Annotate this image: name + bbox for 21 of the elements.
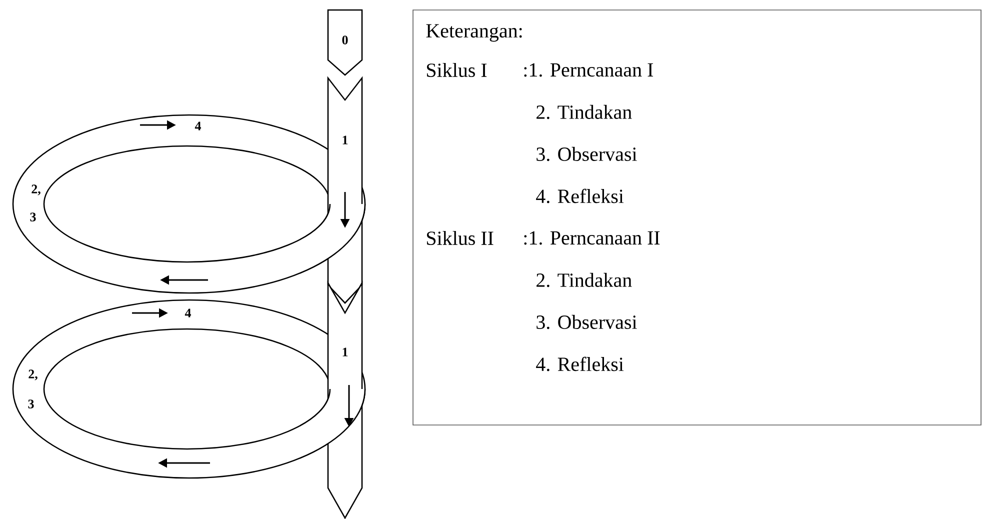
legend-text: Keterangan: [426,24,522,42]
legend-box [412,10,982,426]
legend-text: :1. Perncanaan I [524,63,654,77]
legend-text: Siklus II [427,230,494,246]
legend-text: Siklus I [427,62,487,78]
step-number: 2, [32,184,40,196]
legend-text: 4. Refleksi [536,188,624,204]
step-number: 4 [194,122,202,130]
legend-text: 3. Observasi [536,314,637,330]
legend-text: 4. Refleksi [536,356,624,372]
legend-text: 3. Observasi [536,146,637,162]
step-number: 0 [342,36,348,44]
step-number: 3 [30,212,36,222]
step-number: 2, [28,370,38,380]
legend-text: :1. Perncanaan II [524,231,660,245]
step-number: 1 [342,348,348,356]
legend-text: 2. Tindakan [536,104,632,120]
step-number: 3 [28,400,34,408]
legend-text: 2. Tindakan [536,272,632,288]
step-number: 1 [342,136,348,144]
step-number: 4 [184,308,192,318]
